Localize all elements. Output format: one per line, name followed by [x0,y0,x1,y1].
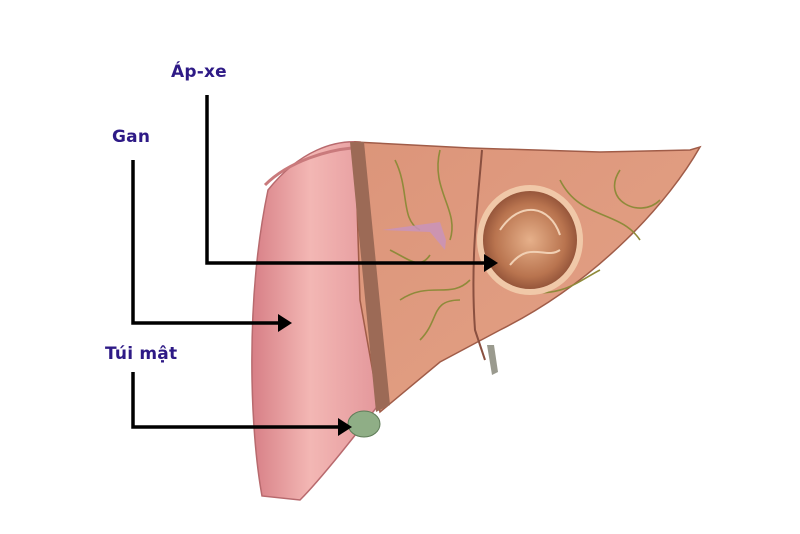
liver-leader-line [131,160,280,325]
gallbladder-leader-line [131,372,340,429]
liver-surface [251,141,383,501]
leader-lines [131,95,488,429]
abscess-arrowhead [484,254,498,272]
gallbladder-label: Túi mật [105,344,178,364]
abscess-label: Áp-xe [171,62,227,82]
abscess-leader-line [205,95,488,265]
liver-label: Gan [112,127,151,147]
gallbladder-shape [347,410,381,438]
liver-arrowhead [278,314,292,332]
gallbladder-arrowhead [338,418,352,436]
abscess-cavity [477,185,583,295]
